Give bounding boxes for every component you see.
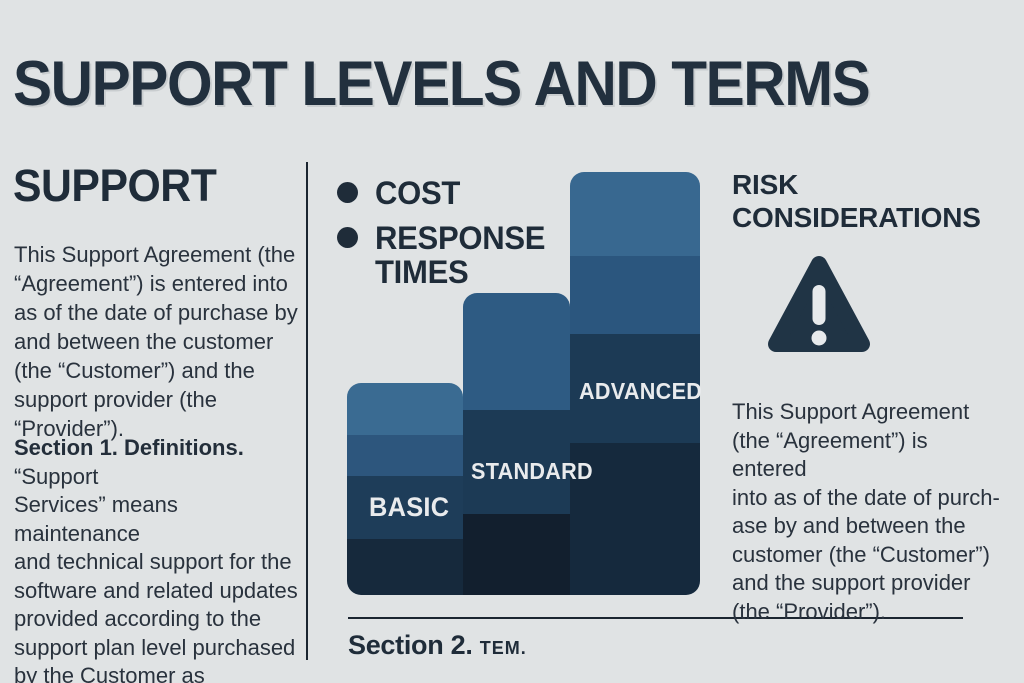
bullet-icon	[337, 227, 358, 248]
section1-definitions-paragraph: Section 1. Definitions. “Support Service…	[14, 434, 306, 683]
bar-segment	[347, 476, 463, 539]
support-agreement-paragraph: This Support Agreement (the “Agreement”)…	[14, 242, 298, 441]
caption-small: TEM.	[479, 638, 527, 658]
chart-caption: Section 2. TEM.	[348, 630, 527, 661]
bar-segment	[570, 334, 700, 443]
bar-advanced	[570, 172, 700, 595]
bar-segment	[463, 514, 570, 595]
bar-chart	[347, 172, 700, 595]
bar-segment	[347, 383, 463, 435]
chart-legend-list: COST RESPONSE TIMES	[337, 176, 602, 300]
bar-segment	[570, 256, 700, 334]
warning-triangle-svg	[768, 256, 870, 352]
vertical-divider	[306, 162, 308, 660]
warning-triangle-icon	[767, 252, 871, 365]
section1-lead: Section 1. Definitions.	[14, 435, 244, 460]
support-section-heading: SUPPORT	[13, 160, 217, 211]
legend-item-cost: COST	[337, 176, 602, 210]
section1-body: “Support Services” means maintenance and…	[14, 463, 298, 683]
bar-segment	[347, 435, 463, 476]
bullet-icon	[337, 182, 358, 203]
bar-basic	[347, 383, 463, 595]
bar-segment	[570, 443, 700, 595]
page-title: SUPPORT LEVELS AND TERMS	[13, 49, 871, 119]
bottom-rule	[348, 617, 963, 619]
risk-paragraph: This Support Agreement (the “Agreement”)…	[732, 399, 1000, 624]
legend-label-cost: COST	[375, 175, 461, 211]
bar-segment	[347, 539, 463, 595]
bar-segment	[463, 410, 570, 514]
bar-segment	[570, 172, 700, 256]
caption-lead: Section 2.	[348, 630, 480, 660]
bar-segment	[463, 293, 570, 410]
legend-item-response-times: RESPONSE TIMES	[337, 221, 602, 289]
legend-label-response-times: RESPONSE TIMES	[375, 220, 546, 290]
risk-considerations-heading: RISK CONSIDERATIONS	[732, 169, 981, 233]
bar-standard	[463, 293, 570, 595]
